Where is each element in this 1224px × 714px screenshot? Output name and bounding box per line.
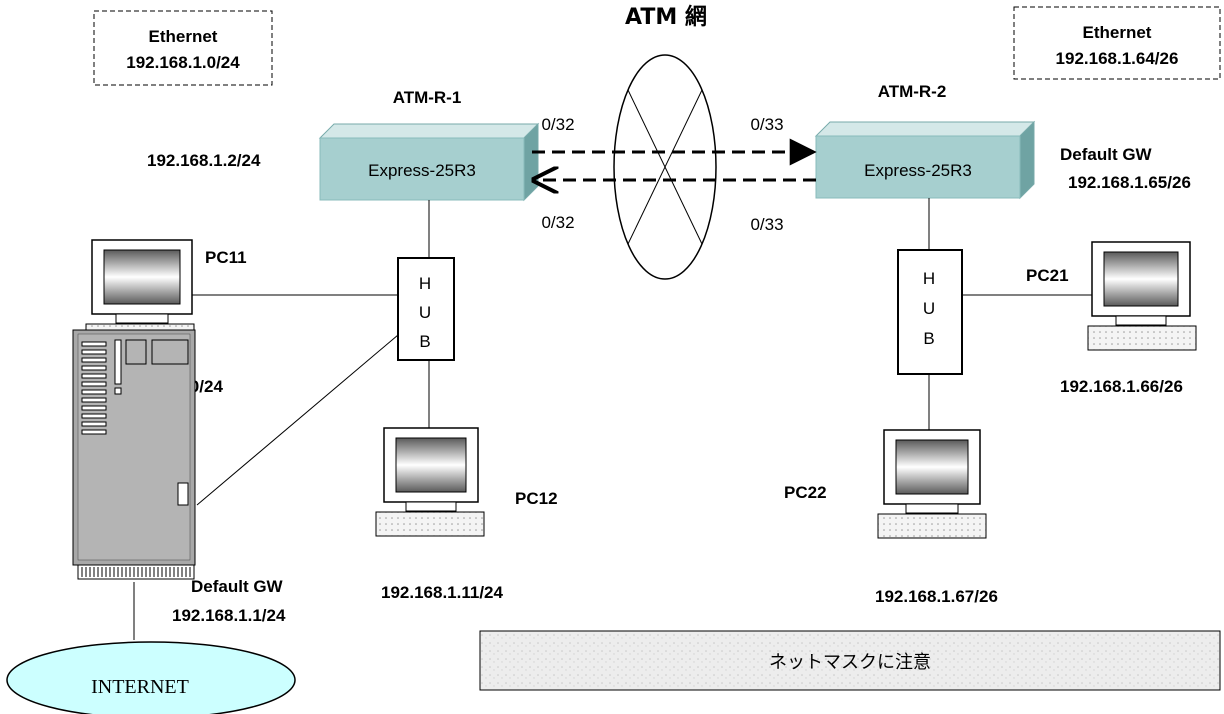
router-right-ip: 192.168.1.65/26 xyxy=(1068,173,1191,192)
netmask-note-box: ネットマスクに注意 xyxy=(479,630,1221,691)
pc22-ip: 192.168.1.67/26 xyxy=(875,587,998,606)
router-right: Express-25R3 xyxy=(814,120,1036,200)
router-right-model: Express-25R3 xyxy=(864,161,972,180)
ethernet-right-subnet: 192.168.1.64/26 xyxy=(1056,49,1179,68)
pc11-name: PC11 xyxy=(205,248,247,267)
atm-network-ellipse xyxy=(613,54,717,280)
router-left: Express-25R3 xyxy=(318,122,540,202)
hub-left-letter-1: H xyxy=(419,274,431,293)
pc12-name: PC12 xyxy=(515,489,558,508)
gateway-ip: 192.168.1.1/24 xyxy=(172,606,286,625)
pc21-ip: 192.168.1.66/26 xyxy=(1060,377,1183,396)
connection-lines xyxy=(133,198,1092,640)
hub-right-letter-1: H xyxy=(923,269,935,288)
vc-right-bottom: 0/33 xyxy=(750,215,783,234)
ethernet-left-label: Ethernet xyxy=(149,27,218,46)
router-left-name: ATM-R-1 xyxy=(393,88,462,107)
ethernet-left-box: Ethernet 192.168.1.0/24 xyxy=(93,10,273,86)
pc12-ip: 192.168.1.11/24 xyxy=(381,583,504,602)
hub-left: H U B xyxy=(397,257,455,361)
diagram-title: ATM 網 xyxy=(625,4,707,30)
pc22-computer-icon xyxy=(877,429,987,539)
hub-left-letter-3: B xyxy=(419,332,430,351)
pc21-computer-icon xyxy=(1087,241,1197,351)
hub-right: H U B xyxy=(897,249,963,375)
vc-right-top: 0/33 xyxy=(750,115,783,134)
hub-right-letter-3: B xyxy=(923,329,934,348)
ethernet-left-subnet: 192.168.1.0/24 xyxy=(126,53,240,72)
router-left-ip: 192.168.1.2/24 xyxy=(147,151,261,170)
vc-left-bottom: 0/32 xyxy=(541,213,574,232)
gateway-label: Default GW xyxy=(191,577,284,596)
router-left-model: Express-25R3 xyxy=(368,161,476,180)
ethernet-right-label: Ethernet xyxy=(1083,23,1152,42)
internet-label: INTERNET xyxy=(91,676,189,698)
netmask-note-text: ネットマスクに注意 xyxy=(769,652,931,673)
pc21-name: PC21 xyxy=(1026,266,1069,285)
internet-cloud: INTERNET xyxy=(6,641,296,714)
ethernet-right-box: Ethernet 192.168.1.64/26 xyxy=(1013,6,1221,80)
pc22-name: PC22 xyxy=(784,483,827,502)
router-right-name: ATM-R-2 xyxy=(878,82,947,101)
hub-left-letter-2: U xyxy=(419,303,431,322)
vc-left-top: 0/32 xyxy=(541,115,574,134)
router-right-gw-label: Default GW xyxy=(1060,145,1153,164)
gateway-server-icon xyxy=(72,329,196,580)
pc12-computer-icon xyxy=(375,427,485,537)
hub-right-letter-2: U xyxy=(923,299,935,318)
